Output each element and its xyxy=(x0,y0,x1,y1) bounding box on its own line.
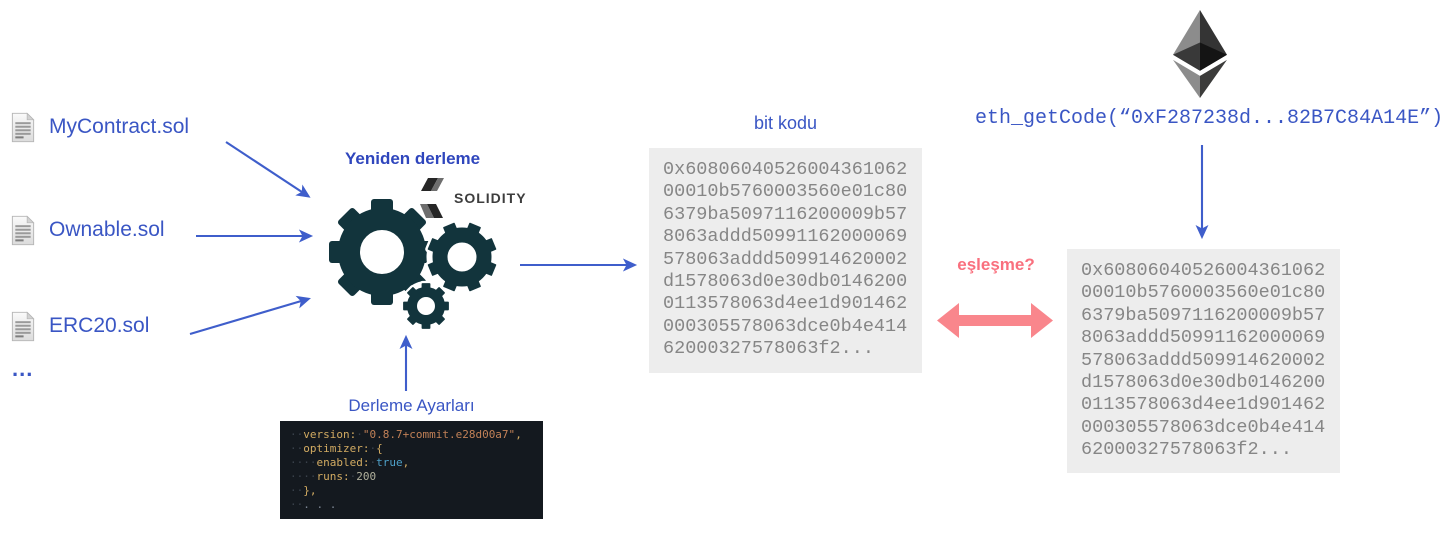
file-label: Ownable.sol xyxy=(49,218,165,241)
eth-getcode-call: eth_getCode(“0xF287238d...82B7C84A14E”) xyxy=(975,107,1444,130)
onchain-bytecode-block: 0x60806040526004361062 00010b5760003560e… xyxy=(1067,249,1340,473)
settings-title: Derleme Ayarları xyxy=(348,396,475,415)
file-item-mycontract: MyContract.sol xyxy=(10,110,189,144)
file-item-erc20: ERC20.sol xyxy=(10,309,149,343)
file-label: MyContract.sol xyxy=(49,115,190,138)
bytecode-title: bit kodu xyxy=(753,113,818,133)
file-item-ownable: Ownable.sol xyxy=(10,213,165,247)
more-files-ellipsis: ... xyxy=(12,356,34,381)
solidity-logo: SOLIDITY xyxy=(417,176,527,220)
arrow-erc20-to-compiler xyxy=(189,295,311,336)
solidity-wordmark: SOLIDITY xyxy=(454,190,527,206)
document-icon xyxy=(11,214,35,245)
arrow-mycontract-to-compiler xyxy=(225,141,311,198)
document-icon xyxy=(11,310,35,341)
solidity-icon xyxy=(420,178,444,218)
match-double-arrow xyxy=(937,303,1053,338)
ethereum-icon xyxy=(1173,10,1227,98)
file-label: ERC20.sol xyxy=(49,314,150,337)
match-label: eşleşme? xyxy=(957,255,1035,274)
document-icon xyxy=(11,111,35,142)
gears-icon xyxy=(329,199,499,332)
compile-settings-code: ··version:·"0.8.7+commit.e28d00a7",··opt… xyxy=(280,421,543,519)
recompiled-bytecode-block: 0x60806040526004361062 00010b5760003560e… xyxy=(649,148,922,373)
recompile-title: Yeniden derleme xyxy=(345,149,481,168)
